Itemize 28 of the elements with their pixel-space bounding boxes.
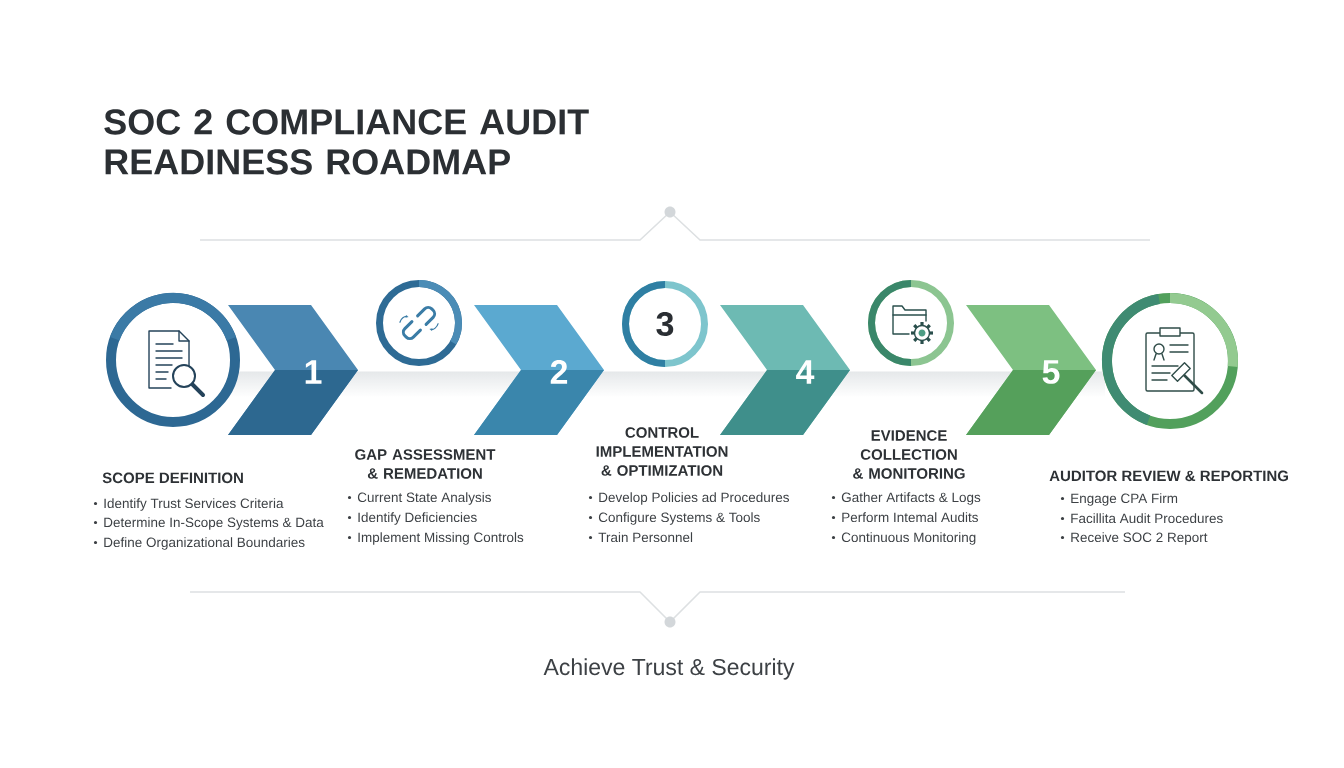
bullet-text: Receive SOC 2 Report (1071, 532, 1208, 545)
bullet-text: Identify Deficiencies (358, 512, 477, 525)
bullet-text: Develop Policies ad Procedures (599, 492, 789, 505)
title: SOC 2 COMPLIANCE AUDIT READINESS ROADMAP (104, 109, 589, 175)
bullet-text: Engage CPA Firm (1071, 493, 1178, 506)
bullet-text: Facillita Audit Procedures (1071, 513, 1223, 524)
bullet-text: Identify Trust Services Criteria (104, 498, 284, 511)
bullet-text: Perform Intemal Audits (842, 512, 978, 523)
chevron-arrow (474, 305, 604, 435)
edge-label: 4 (796, 360, 815, 384)
section-heading: SCOPE DEFINITION (102, 472, 243, 484)
bullet-text: Train Personnel (598, 532, 693, 543)
section-heading: AUDITOR REVIEW & REPORTING (1049, 470, 1288, 482)
bullet-text: Implement Missing Controls (358, 532, 524, 545)
bullet-text: Configure Systems & Tools (598, 512, 760, 525)
section-heading: GAP ASSESSMENT & REMEDATION (355, 449, 496, 479)
edge-label: 2 (550, 360, 568, 384)
bullet-text: Current State Analysis (357, 492, 491, 505)
section-heading: EVIDENCE COLLECTION & MONITORING (853, 430, 965, 479)
chevron-arrow (720, 305, 850, 435)
chevron-arrow (966, 305, 1096, 435)
bullet-text: Continuous Monitoring (841, 532, 976, 545)
bullet-text: Determine In-Scope Systems & Data (104, 517, 324, 530)
section-heading: CONTROL IMPLEMENTATION & OPTIMIZATION (596, 427, 728, 476)
edge-label: 5 (1042, 360, 1060, 384)
bullet-text: Define Organizational Boundaries (104, 537, 305, 550)
bullet-text: Gather Artifacts & Logs (841, 492, 981, 505)
tagline: Achieve Trust & Security (543, 658, 795, 680)
